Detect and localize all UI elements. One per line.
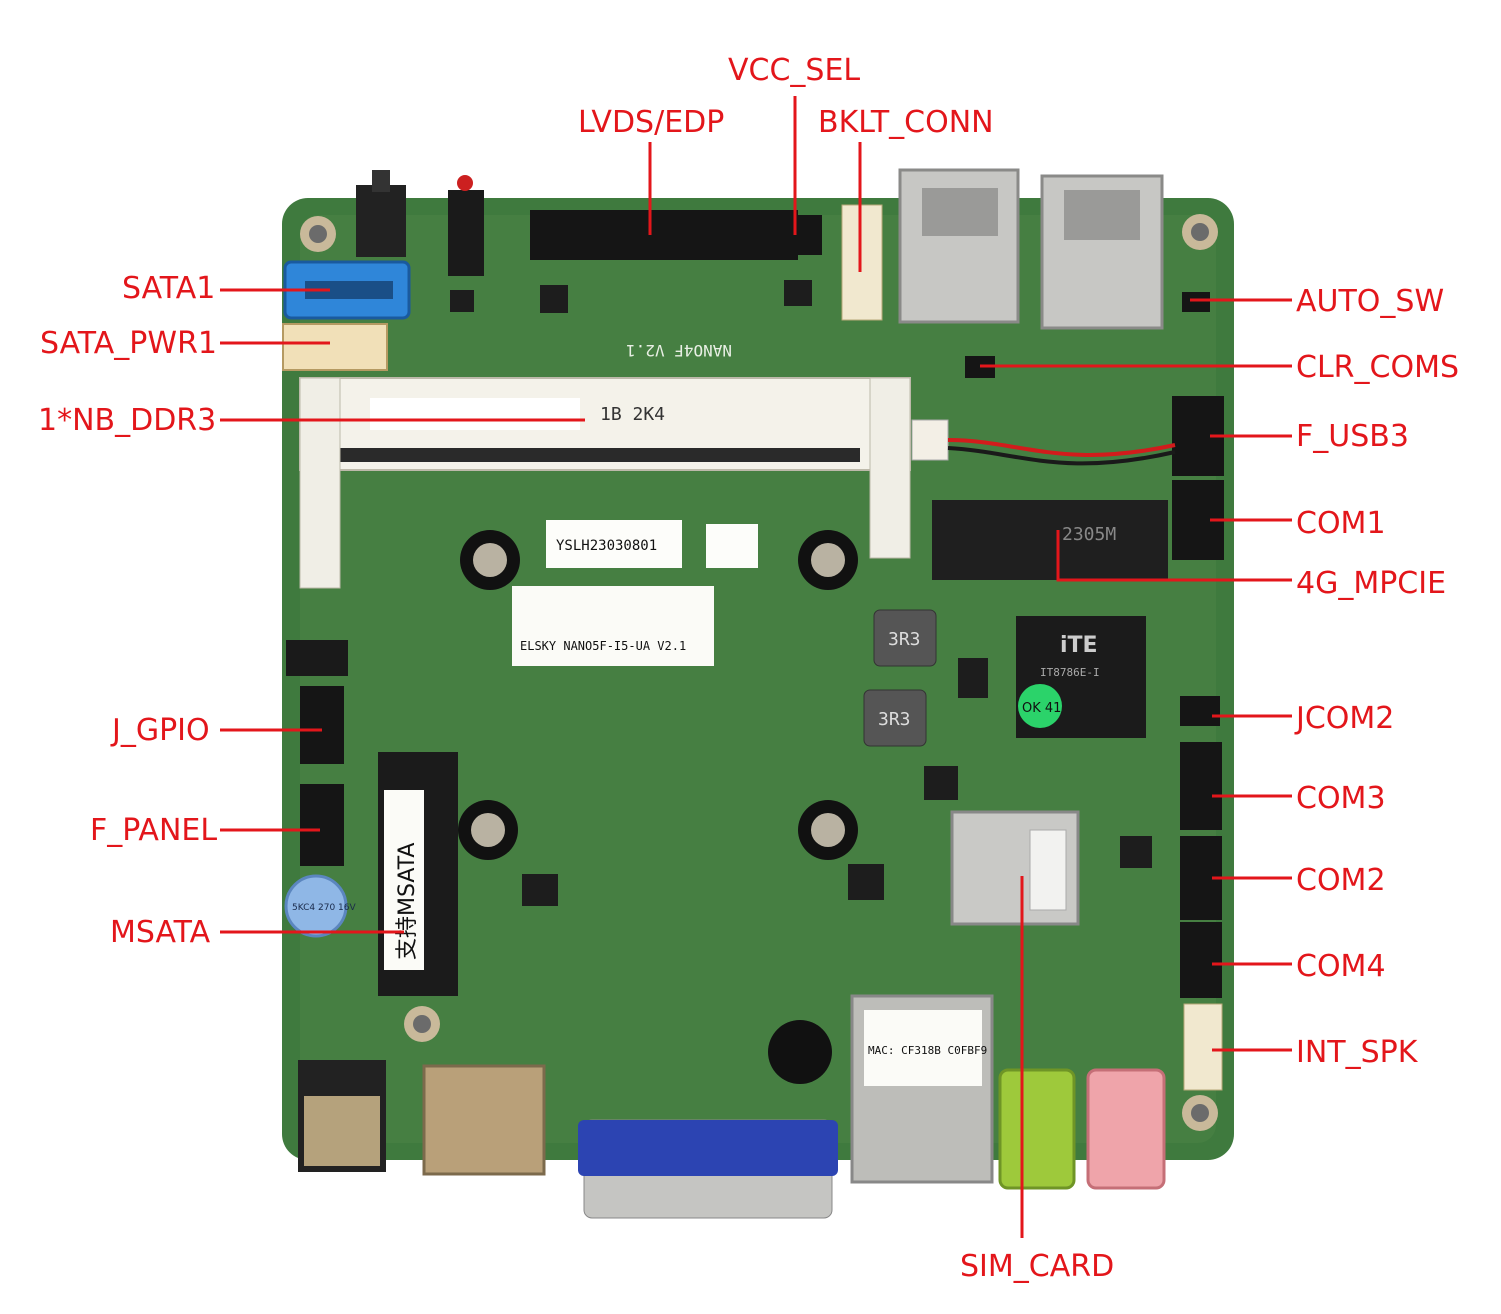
lvds-edp-label: LVDS/EDP [578,105,724,140]
com1-label: COM1 [1296,506,1386,541]
mpcie-code-text: 2305M [1062,524,1116,545]
ddr3-latch-left [299,377,341,589]
battery-wire-black [947,446,1176,466]
inductor-3r3-2 [863,689,927,747]
com2-label: COM2 [1296,863,1386,898]
mac-sticker-text: MAC: CF318B C0FBF9 [868,1044,987,1057]
lvds-edp-header [530,210,798,260]
usb3-port-1-slot [922,188,998,236]
dc-jack-front [304,1096,380,1166]
model-sticker [512,586,714,666]
ddr3-slot-pins [340,448,860,462]
capacitor-text: 5KC4 270 16V [292,903,356,913]
auto-sw-label: AUTO_SW [1296,284,1444,319]
line-out-jack [998,1068,1076,1190]
callout-lines [220,96,1292,1238]
capacitor-330 [286,640,348,676]
board-model-silkscreen: NANO4F V2.1 [626,341,732,360]
sata1-slot [305,281,393,299]
dimm-label-sticker [370,398,580,430]
jcom2-label: JCOM2 [1294,701,1394,736]
com3-header [1180,742,1222,830]
com4-header [1180,922,1222,998]
vcc-sel-jumper [786,215,822,255]
dimm-label-text: 1B 2K4 [600,404,665,425]
auto-sw-jumper [1182,292,1210,312]
qr-sticker [706,524,758,568]
com3-label: COM3 [1296,781,1386,816]
red-led [457,175,473,191]
j-gpio-label: J_GPIO [110,713,210,748]
buzzer [768,1020,832,1084]
int-spk-connector [1183,1003,1223,1091]
usb3-port-2 [1040,174,1164,330]
jcom2-header [1180,696,1220,726]
ite-part-text: IT8786E-I [1040,666,1100,679]
inductor-3r3-1-text: 3R3 [888,629,921,650]
inductor-3r3-2-text: 3R3 [878,709,911,730]
com4-label: COM4 [1296,949,1386,984]
standoff-screws [458,530,858,860]
sata1-label: SATA1 [122,271,215,306]
ite-logo-text: iTE [1060,633,1098,658]
power-button [356,185,406,257]
battery-wire [947,438,1176,457]
small-chips [450,280,1152,906]
bklt-conn-label: BKLT_CONN [818,105,994,140]
mpcie-4g-label: 4G_MPCIE [1296,566,1446,601]
nb-ddr3-label: 1*NB_DDR3 [38,403,216,438]
vcc-sel-label: VCC_SEL [728,53,860,88]
ok-sticker [1018,684,1062,728]
power-button-cap [372,170,390,192]
msata-sticker-text: 支持MSATA [395,843,420,960]
inductor-3r3-1 [873,609,937,667]
f-panel-label: F_PANEL [90,813,217,848]
electrolytic-capacitor [284,874,348,938]
mounting-holes [300,214,1218,1131]
usb3-port-2-slot [1064,190,1140,240]
mpcie-slot [932,500,1168,580]
led-header [448,190,484,276]
clr-coms-label: CLR_COMS [1296,350,1459,385]
sim-card-slot-inner [1029,829,1067,911]
sim-card-label: SIM_CARD [960,1249,1114,1284]
serial-sticker [546,520,682,568]
mac-sticker [864,1010,982,1086]
msata-sticker [384,790,424,970]
sata-pwr1-connector [282,323,388,371]
mic-in-jack [1086,1068,1166,1190]
f-panel-header [300,784,344,866]
j-gpio-header [300,686,344,764]
model-sticker-text: ELSKY NANO5F-I5-UA V2.1 [520,639,686,653]
ddr3-latch-right [869,377,911,559]
int-spk-label: INT_SPK [1296,1035,1419,1070]
ok-sticker-text: OK 41 [1022,701,1061,716]
serial-sticker-text: YSLH23030801 [556,538,657,554]
bklt-conn-connector [841,204,883,321]
vga-port-blue [578,1120,838,1176]
sata-pwr1-label: SATA_PWR1 [40,326,217,361]
f-usb3-label: F_USB3 [1296,419,1409,454]
msata-label: MSATA [110,915,211,950]
hdmi-port [422,1064,546,1176]
battery-connector [911,419,949,461]
